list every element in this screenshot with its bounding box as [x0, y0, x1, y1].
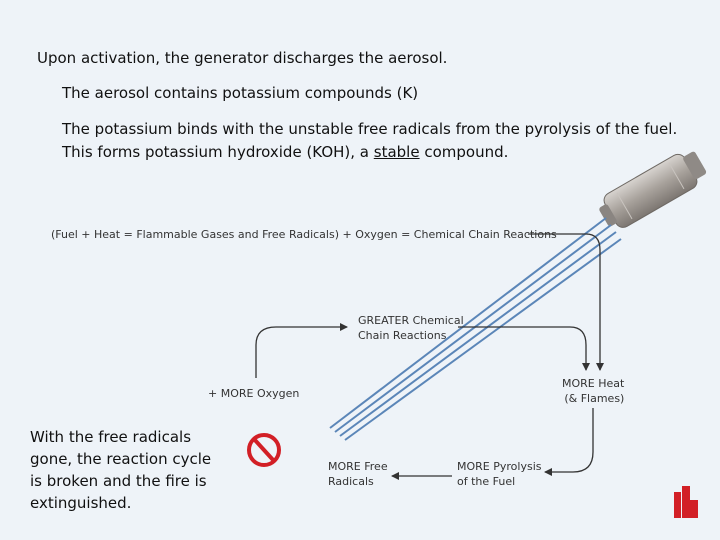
- more-pyrolysis-label: MORE Pyrolysis of the Fuel: [457, 459, 541, 489]
- greater-line-1: GREATER Chemical: [358, 314, 464, 327]
- heat-line-2: (& Flames): [564, 392, 625, 405]
- koh-text-start: This forms potassium hydroxide (KOH), a: [62, 143, 374, 161]
- greater-line-2: Chain Reactions: [358, 329, 447, 342]
- arrow-heat-to-pyrolysis: [544, 408, 594, 476]
- company-logo-icon: [674, 486, 698, 518]
- intro-line-binding: The potassium binds with the unstable fr…: [62, 120, 678, 138]
- greater-chain-reactions-label: GREATER Chemical Chain Reactions: [358, 313, 464, 343]
- stable-underlined: stable: [373, 143, 420, 161]
- cycle-arrows: [255, 233, 604, 480]
- arrow-greater-to-heat: [458, 326, 590, 371]
- aerosol-streams: [329, 217, 622, 441]
- heat-line-1: MORE Heat: [562, 377, 625, 390]
- chain-reaction-equation: (Fuel + Heat = Flammable Gases and Free …: [51, 228, 557, 241]
- pyrolysis-line-1: MORE Pyrolysis: [457, 460, 542, 473]
- more-heat-label: MORE Heat (& Flames): [562, 376, 624, 406]
- free-radicals-line-1: MORE Free: [328, 460, 388, 473]
- intro-line-koh: This forms potassium hydroxide (KOH), a …: [62, 143, 508, 161]
- bottom-line-2: gone, the reaction cycle: [30, 450, 212, 468]
- free-radicals-line-2: Radicals: [328, 475, 374, 488]
- bottom-line-3: is broken and the fire is: [30, 472, 207, 490]
- more-free-radicals-label: MORE Free Radicals: [328, 459, 388, 489]
- intro-line-activation: Upon activation, the generator discharge…: [37, 49, 448, 67]
- aerosol-generator-icon: [599, 151, 707, 228]
- arrow-to-heat: [528, 233, 604, 371]
- more-oxygen-label: + MORE Oxygen: [208, 387, 300, 400]
- arrow-oxygen-to-greater: [255, 323, 348, 378]
- bottom-line-1: With the free radicals: [30, 428, 192, 446]
- intro-line-aerosol: The aerosol contains potassium compounds…: [62, 84, 419, 102]
- pyrolysis-line-2: of the Fuel: [457, 475, 516, 488]
- bottom-line-4: extinguished.: [30, 494, 132, 512]
- extinguished-explanation: With the free radicals gone, the reactio…: [30, 426, 220, 514]
- prohibition-icon: [247, 433, 281, 467]
- koh-text-end: compound.: [419, 143, 509, 161]
